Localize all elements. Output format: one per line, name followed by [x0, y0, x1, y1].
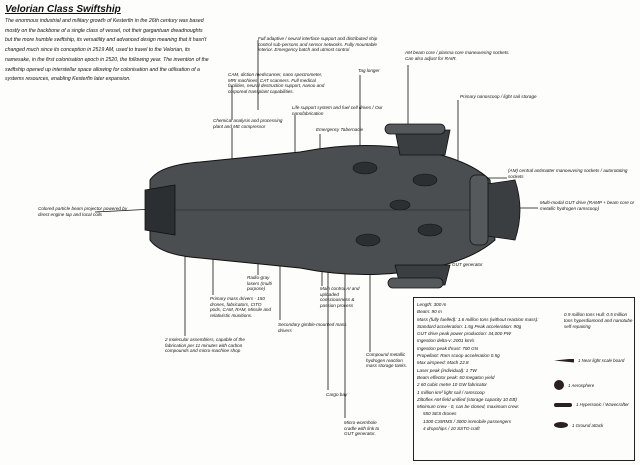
dart-icon: [554, 402, 572, 407]
label-am-beam: AM beam core / plasma core maneuvering s…: [405, 50, 510, 61]
specs-box: Length: 300 m Beam: 90 m Mass (fully fue…: [413, 297, 635, 461]
label-main-ai: Main control AI and uploaded consciousne…: [320, 286, 360, 308]
oval-icon: [554, 422, 568, 428]
spec-line: 550 SES drones: [423, 411, 457, 417]
label-medical: CAM, diction medscanner, nano spectromet…: [228, 72, 325, 94]
label-tanks: Compound metallic hydrogen reaction mass…: [366, 352, 408, 369]
label-emergency: Emergency Tabernacle: [316, 127, 364, 132]
label-gut-generator: GUT generator: [452, 262, 483, 267]
label-tag-longer: Tag longer: [358, 68, 380, 73]
spec-line: 1300 CSIRMS / 3000 immobile passengers: [423, 418, 512, 424]
label-lasers: Radio-gray lasers (multi purpose): [247, 275, 272, 292]
legend-item: 1 Ground attack: [554, 422, 603, 428]
label-primary-mass-drivers: Primary mass drivers - 150 drones, fabri…: [210, 296, 272, 318]
legend-item: 1 Near light scale board: [554, 358, 624, 363]
spec-line: Max airspeed: Mach 22.8: [417, 360, 469, 366]
mass-note: 0.9 million tons Hull: 0.5 million tons …: [564, 312, 633, 329]
spec-line: 4 dropships / 10 SSTO craft: [423, 426, 480, 432]
spec-line: Ingestion delta-v: 2001 km/s: [417, 338, 475, 344]
label-nanoscoop: Primary nanoscoop / light sail storage: [460, 94, 537, 99]
ship-silhouette-icon: [554, 358, 574, 363]
legend-item: 1 Aerosphere: [554, 380, 594, 390]
label-wormhole: Micro-wormhole cradle with link to GUT g…: [344, 420, 380, 437]
spec-line: GUT drive peak power production: 34,000 …: [417, 331, 511, 337]
intro-paragraph: The enormous industrial and military gro…: [5, 18, 209, 83]
label-gut-drive: Multi-modal GUT drive (RAMP + beam core …: [540, 200, 635, 211]
spec-line: Beam effector peak: 60 megaton yield: [417, 374, 495, 380]
spec-line: Beam: 90 m: [417, 309, 442, 315]
spec-line: Ingestion peak thrust: 700 GN: [417, 345, 479, 351]
spec-line: Propellant: Ram scoop acceleration 0.5g: [417, 353, 500, 359]
spec-line: Ziltoflex AM field unified (storage capa…: [417, 396, 517, 402]
legend-item: 1 Hypersonic / Wavecrafter: [554, 402, 629, 407]
label-molecular-assembler: 2 molecular assemblers, capable of the f…: [165, 337, 245, 354]
spec-line: Standard acceleration: 1.5g Peak acceler…: [417, 323, 522, 329]
spec-line: Minimum crew - 0, can be cloned, maximum…: [417, 404, 520, 410]
label-secondary-mass-drivers: Secondary gimble-mounted mass drivers: [278, 322, 347, 333]
label-chemical-plant: Chemical analysis and processing plant a…: [213, 118, 283, 129]
spec-line: Mass (fully fuelled): 1.6 million tons (…: [417, 316, 539, 322]
label-cargo-bay: Cargo bay: [326, 392, 348, 397]
spec-line: Length: 300 m: [417, 302, 447, 307]
label-central-am: (AM) central antimatter manoeuvring sock…: [508, 168, 628, 179]
page-title: Velorian Class Swiftship: [5, 4, 121, 15]
spec-line: 1 million km² light sail / ramscoop: [417, 389, 485, 395]
label-neural-interface: Full adaptive / neural interface support…: [258, 36, 378, 53]
spec-lines: Length: 300 m Beam: 90 m Mass (fully fue…: [417, 301, 557, 432]
blob-icon: [554, 380, 564, 390]
label-beam-projector: Colored particle beam projector powered …: [38, 206, 128, 217]
spec-line: Laser peak (individual): 1 TW: [417, 367, 477, 373]
label-life-support: Life support system and fuel cell drives…: [292, 105, 383, 116]
ship-hull: [144, 123, 521, 289]
spec-line: 2 60 cubic metre 10 GW fabricator: [417, 382, 487, 388]
